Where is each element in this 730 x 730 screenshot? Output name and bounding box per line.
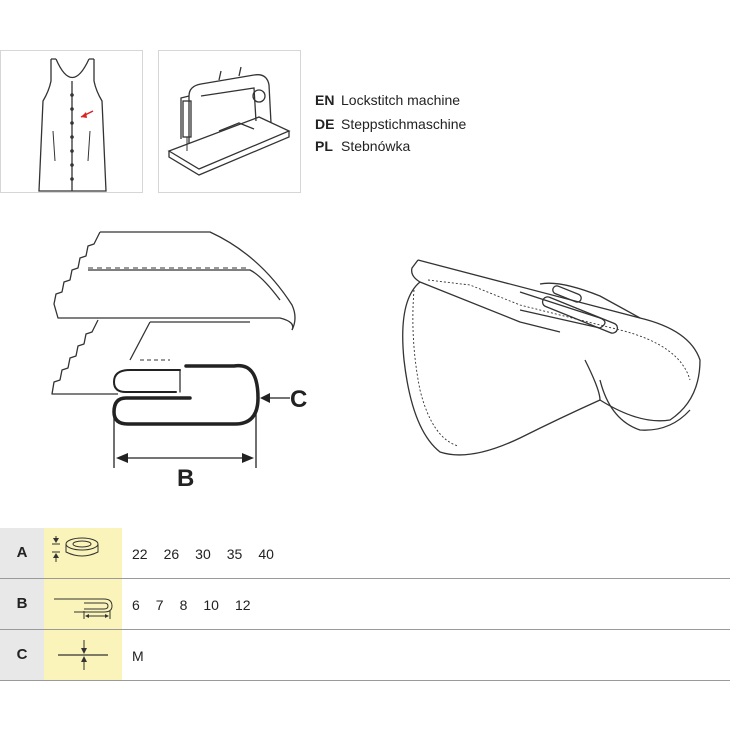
material-thickness-icon [58, 640, 108, 670]
tape-width-icon [52, 536, 99, 562]
language-line-de: DE Steppstichmaschine [315, 116, 466, 132]
dimension-label-b: B [177, 465, 195, 492]
machine-name: Steppstichmaschine [341, 116, 467, 132]
language-code: PL [315, 138, 333, 154]
value-cell: 12 [234, 597, 251, 613]
language-code: DE [315, 116, 335, 132]
row-icon-cell [44, 528, 122, 578]
value-cell: 26 [163, 546, 180, 562]
value-cell: 22 [132, 546, 148, 562]
row-key: B [0, 579, 44, 629]
value-cell: 30 [195, 546, 211, 562]
table-row: C M [0, 630, 730, 681]
dimension-label-c: C [290, 386, 308, 413]
binding-cross-section-diagram [51, 231, 296, 468]
row-values: 22 26 30 35 40 [132, 528, 290, 578]
fold-width-icon [54, 598, 113, 619]
table-row: A 22 26 30 35 40 [0, 528, 730, 579]
value-cell: M [132, 648, 144, 664]
machine-name: Lockstitch machine [341, 92, 461, 108]
row-values: M [132, 630, 160, 680]
binder-attachment-diagram [402, 259, 701, 456]
value-cell: 10 [203, 597, 219, 613]
row-icon-cell [44, 630, 122, 680]
row-key: C [0, 630, 44, 680]
sewing-machine-icon [167, 66, 291, 176]
machine-name: Stebnówka [341, 138, 411, 154]
value-cell: 40 [258, 546, 274, 562]
row-key: A [0, 528, 44, 578]
language-line-pl: PL Stebnówka [315, 138, 410, 154]
value-cell: 35 [226, 546, 243, 562]
language-code: EN [315, 92, 335, 108]
value-cell: 6 [132, 597, 140, 613]
value-cell: 7 [155, 597, 164, 613]
row-icon-cell [44, 579, 122, 629]
language-line-en: EN Lockstitch machine [315, 92, 460, 108]
dress-icon [38, 58, 107, 192]
value-cell: 8 [179, 597, 188, 613]
machine-thumbnail [158, 50, 301, 193]
garment-thumbnail [0, 50, 143, 193]
